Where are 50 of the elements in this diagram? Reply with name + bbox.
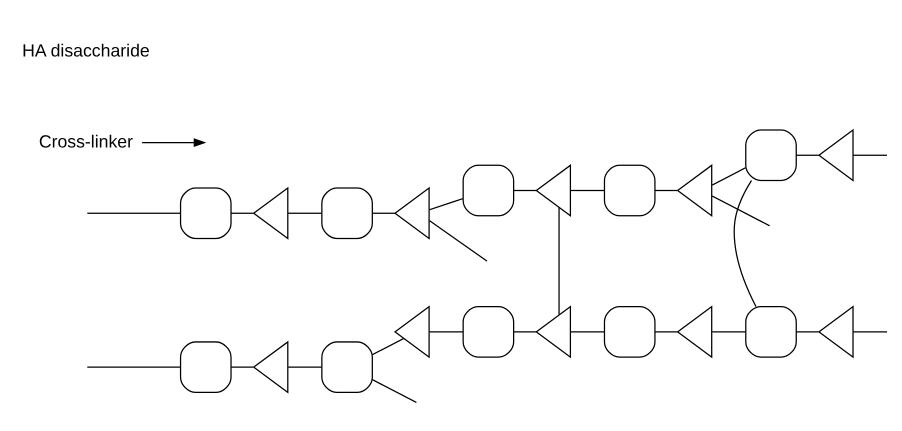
connector (853, 154, 888, 156)
connector (853, 330, 888, 332)
node-box (745, 305, 797, 358)
connector (372, 378, 417, 403)
node-box (604, 164, 656, 216)
connector (87, 366, 180, 368)
node-triangle (676, 164, 712, 217)
node-box (321, 340, 373, 393)
node-triangle (252, 340, 288, 394)
connector (288, 212, 322, 214)
connector (712, 166, 746, 186)
connector (87, 212, 180, 214)
connector (570, 189, 604, 191)
node-triangle (818, 128, 854, 182)
connector (514, 330, 536, 332)
node-box (604, 305, 656, 358)
connector (429, 198, 463, 210)
label: HA disaccharide (22, 40, 150, 60)
node-box (462, 164, 514, 216)
connector (712, 195, 770, 226)
node-triangle (818, 304, 854, 358)
connector (712, 330, 746, 332)
connector (372, 212, 395, 214)
connector (288, 366, 322, 368)
node-box (321, 186, 373, 239)
node-triangle (252, 186, 288, 240)
node-triangle (676, 304, 712, 358)
node-triangle (535, 304, 572, 358)
node-box (745, 128, 797, 181)
node-box (180, 186, 232, 239)
node-box (462, 305, 514, 358)
connector (734, 180, 757, 306)
arrow (142, 138, 206, 147)
connector (796, 330, 819, 332)
connector (655, 189, 678, 191)
node-triangle (394, 186, 430, 240)
connector (558, 207, 560, 314)
node-triangle (394, 304, 430, 358)
connector (570, 330, 604, 332)
connector (430, 330, 463, 332)
connector (514, 189, 536, 191)
connector (231, 366, 254, 368)
connector (429, 220, 488, 262)
node-triangle (535, 164, 572, 217)
node-text: Cross-linker (38, 130, 134, 151)
connector (796, 154, 819, 156)
connector (372, 337, 404, 355)
node-box (180, 340, 232, 393)
connector (231, 212, 254, 214)
connector (655, 330, 678, 332)
